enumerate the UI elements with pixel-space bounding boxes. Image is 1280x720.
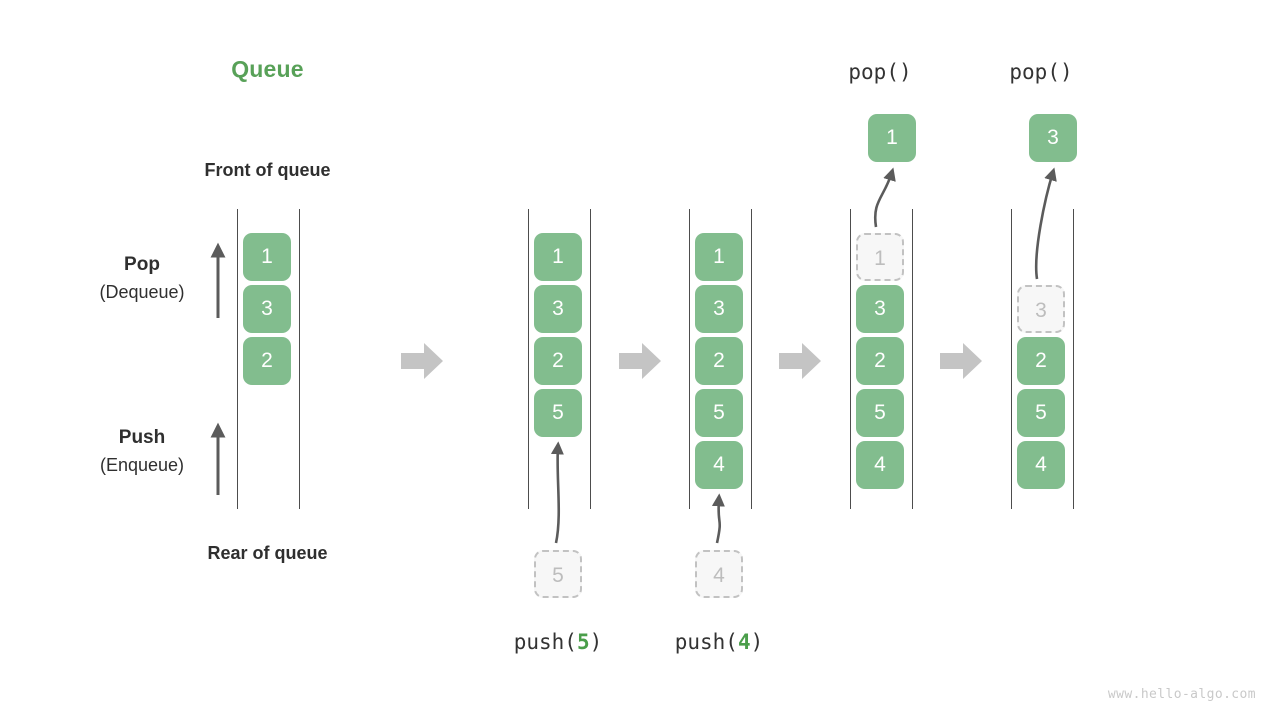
caption-close: ) xyxy=(750,630,764,654)
queue-element: 5 xyxy=(695,389,743,437)
push-caption: push(5) xyxy=(458,630,658,654)
caption-fn: push( xyxy=(674,630,738,654)
caption-close: ) xyxy=(589,630,603,654)
queue-rail-left xyxy=(689,209,690,509)
queue-element: 4 xyxy=(1017,441,1065,489)
pop-caption: pop() xyxy=(941,60,1141,84)
queue-element: 2 xyxy=(1017,337,1065,385)
queue-element: 4 xyxy=(695,441,743,489)
caption-fn: push( xyxy=(513,630,577,654)
push-ghost-cell: 4 xyxy=(695,550,743,598)
push-label: Push (Enqueue) xyxy=(42,425,242,479)
popped-element: 1 xyxy=(868,114,916,162)
queue-rail-left xyxy=(237,209,238,509)
pop-caption: pop() xyxy=(780,60,980,84)
pop-label-sub: (Dequeue) xyxy=(99,282,185,302)
queue-element: 2 xyxy=(243,337,291,385)
queue-element: 1 xyxy=(534,233,582,281)
caption-arg: 5 xyxy=(576,630,590,654)
step-arrow xyxy=(618,340,662,382)
queue-element: 2 xyxy=(856,337,904,385)
queue-element: 2 xyxy=(534,337,582,385)
push-arrow xyxy=(550,441,564,544)
queue-element: 3 xyxy=(243,285,291,333)
push-label-main: Push xyxy=(118,427,166,448)
pop-label-main: Pop xyxy=(124,254,160,275)
queue-rail-right xyxy=(299,209,300,509)
rear-of-queue-label: Rear of queue xyxy=(207,543,328,563)
queue-ghost-cell: 3 xyxy=(1017,285,1065,333)
queue-element: 3 xyxy=(695,285,743,333)
push-arrow xyxy=(711,493,725,544)
queue-element: 1 xyxy=(243,233,291,281)
queue-element: 3 xyxy=(856,285,904,333)
queue-element: 5 xyxy=(534,389,582,437)
caption-fn: pop() xyxy=(1009,60,1073,84)
queue-element: 5 xyxy=(1017,389,1065,437)
queue-rail-right xyxy=(912,209,913,509)
push-label-sub: (Enqueue) xyxy=(99,455,185,475)
queue-rail-left xyxy=(1011,209,1012,509)
queue-rail-right xyxy=(751,209,752,509)
step-arrow xyxy=(778,340,822,382)
pop-arrow xyxy=(1034,167,1057,280)
pop-label: Pop (Dequeue) xyxy=(42,252,242,306)
queue-ghost-cell: 1 xyxy=(856,233,904,281)
step-arrow xyxy=(400,340,444,382)
push-caption: push(4) xyxy=(619,630,819,654)
queue-rail-left xyxy=(850,209,851,509)
step-arrow xyxy=(939,340,983,382)
watermark: www.hello-algo.com xyxy=(1107,687,1256,702)
popped-element: 3 xyxy=(1029,114,1077,162)
queue-element: 5 xyxy=(856,389,904,437)
caption-arg: 4 xyxy=(737,630,751,654)
pop-arrow xyxy=(873,167,896,228)
page-title: Queue xyxy=(231,56,304,82)
front-of-queue-label: Front of queue xyxy=(204,160,331,180)
queue-rail-right xyxy=(1073,209,1074,509)
caption-fn: pop() xyxy=(848,60,912,84)
queue-element: 4 xyxy=(856,441,904,489)
queue-rail-right xyxy=(590,209,591,509)
queue-element: 2 xyxy=(695,337,743,385)
push-ghost-cell: 5 xyxy=(534,550,582,598)
queue-rail-left xyxy=(528,209,529,509)
queue-element: 3 xyxy=(534,285,582,333)
queue-element: 1 xyxy=(695,233,743,281)
